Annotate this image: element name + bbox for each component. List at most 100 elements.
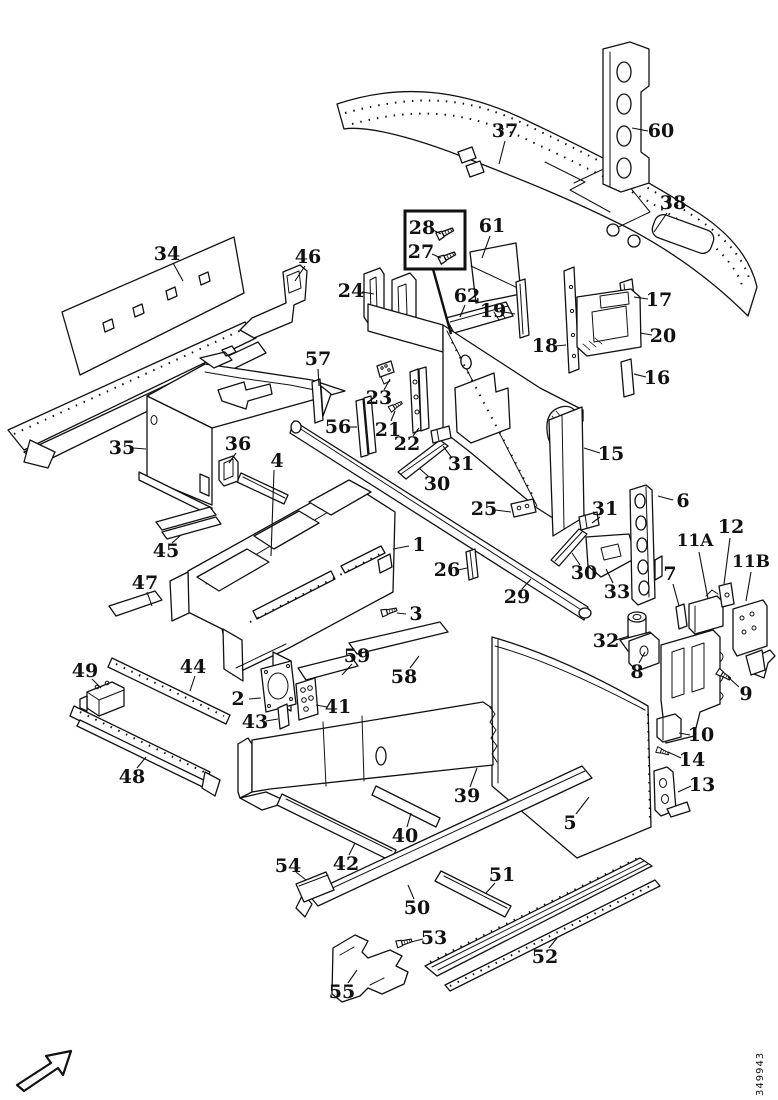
part-37-38-cowl-panel — [336, 90, 758, 317]
callout-label-49: 49 — [72, 660, 98, 682]
callout-leader-18 — [555, 344, 567, 347]
callout-label-44: 44 — [180, 656, 206, 678]
callout-leader-41 — [315, 704, 328, 708]
callout-label-38: 38 — [660, 192, 686, 214]
callout-leader-22 — [412, 427, 420, 437]
callout-label-57: 57 — [305, 348, 331, 370]
callout-label-17: 17 — [646, 289, 672, 311]
callout-label-23: 23 — [366, 387, 392, 409]
callout-leader-53 — [410, 938, 424, 943]
callout-label-30: 30 — [424, 473, 450, 495]
callout-label-53: 53 — [421, 927, 447, 949]
part-56-bars — [355, 395, 377, 458]
callout-leader-54 — [295, 871, 307, 881]
callout-leader-47 — [146, 591, 153, 607]
callout-label-11B: 11B — [732, 552, 770, 572]
callout-leader-29 — [521, 578, 532, 590]
callout-label-20: 20 — [650, 325, 676, 347]
callout-leader-38 — [653, 212, 668, 233]
callout-leader-48 — [136, 756, 147, 769]
callout-leader-26 — [457, 567, 468, 571]
callout-label-11A: 11A — [677, 531, 715, 551]
callout-leader-3 — [396, 612, 407, 615]
callout-label-16: 16 — [644, 367, 670, 389]
callout-label-8: 8 — [630, 661, 643, 683]
inset-box — [403, 209, 467, 335]
callout-leader-46 — [294, 265, 306, 282]
bolt-14-icon — [655, 746, 671, 758]
callout-leader-9 — [727, 676, 740, 688]
callout-label-33: 33 — [604, 581, 630, 603]
callout-leader-24 — [361, 291, 375, 295]
part-57-stiffener — [311, 378, 332, 424]
callout-label-34: 34 — [154, 243, 180, 265]
callout-leader-36 — [228, 452, 237, 464]
part-35-floor-box — [138, 345, 346, 517]
part-central-dash-panel — [332, 303, 584, 544]
callout-label-14: 14 — [679, 749, 705, 771]
callout-label-26: 26 — [434, 559, 460, 581]
callout-leader-50 — [407, 884, 415, 900]
callout-leader-14 — [667, 751, 682, 759]
callout-leader-28 — [432, 229, 442, 235]
callout-leader-11A — [698, 551, 709, 600]
callout-leader-21 — [390, 410, 396, 422]
callout-leader-16 — [633, 373, 647, 378]
callout-label-55: 55 — [329, 981, 355, 1003]
callout-leader-57 — [317, 368, 320, 387]
callout-label-45: 45 — [153, 540, 179, 562]
callout-label-39: 39 — [454, 785, 480, 807]
callout-label-27: 27 — [408, 241, 434, 263]
part-60-reinforcement — [602, 41, 650, 193]
callout-leader-45 — [171, 534, 182, 544]
part-7-clip — [675, 603, 688, 630]
callout-label-19: 19 — [480, 300, 506, 322]
callout-leader-44 — [189, 675, 196, 692]
callout-label-10: 10 — [688, 724, 714, 746]
callout-leader-35 — [132, 447, 147, 450]
callout-label-15: 15 — [598, 443, 624, 465]
callout-label-31: 31 — [448, 453, 474, 475]
bolt-53-icon — [395, 936, 414, 949]
callout-leader-27 — [431, 253, 442, 259]
callout-leader-8 — [638, 651, 646, 664]
callout-leader-52 — [548, 937, 558, 949]
part-36-bracket — [218, 455, 239, 487]
callout-label-28: 28 — [409, 217, 435, 239]
callout-label-62: 62 — [454, 285, 480, 307]
part-2-plate — [260, 660, 297, 713]
part-47-strip — [108, 590, 163, 617]
part-49-box — [79, 680, 125, 717]
callout-label-31: 31 — [592, 498, 618, 520]
callout-leader-37 — [498, 140, 506, 165]
callout-label-42: 42 — [333, 853, 359, 875]
callout-label-60: 60 — [648, 120, 674, 142]
callout-label-54: 54 — [275, 855, 301, 877]
part-48-rail — [69, 705, 221, 797]
callout-label-22: 22 — [394, 433, 420, 455]
callout-leader-20 — [639, 332, 653, 336]
callout-label-47: 47 — [132, 572, 158, 594]
callout-leader-60 — [631, 127, 649, 132]
part-52-rocker — [424, 857, 661, 992]
part-12-clip — [718, 582, 735, 608]
part-59-strip — [297, 654, 359, 681]
callout-label-50: 50 — [404, 897, 430, 919]
callout-leader-17 — [633, 296, 649, 300]
callout-label-9: 9 — [739, 683, 752, 705]
callout-leader-13 — [677, 785, 692, 793]
callout-label-2: 2 — [231, 688, 244, 710]
part-51-strip — [434, 870, 512, 918]
callout-leader-12 — [723, 537, 731, 585]
bolt-3-icon — [380, 605, 399, 618]
part-6-hole-rail — [629, 484, 663, 606]
callout-label-41: 41 — [325, 696, 351, 718]
figure-number: 349943 — [755, 1052, 766, 1096]
part-10-clip — [656, 713, 682, 743]
callout-label-61: 61 — [479, 215, 505, 237]
callout-leader-31 — [591, 516, 601, 524]
callout-label-1: 1 — [412, 534, 425, 556]
callout-label-32: 32 — [593, 630, 619, 652]
callout-leader-49 — [91, 678, 102, 689]
